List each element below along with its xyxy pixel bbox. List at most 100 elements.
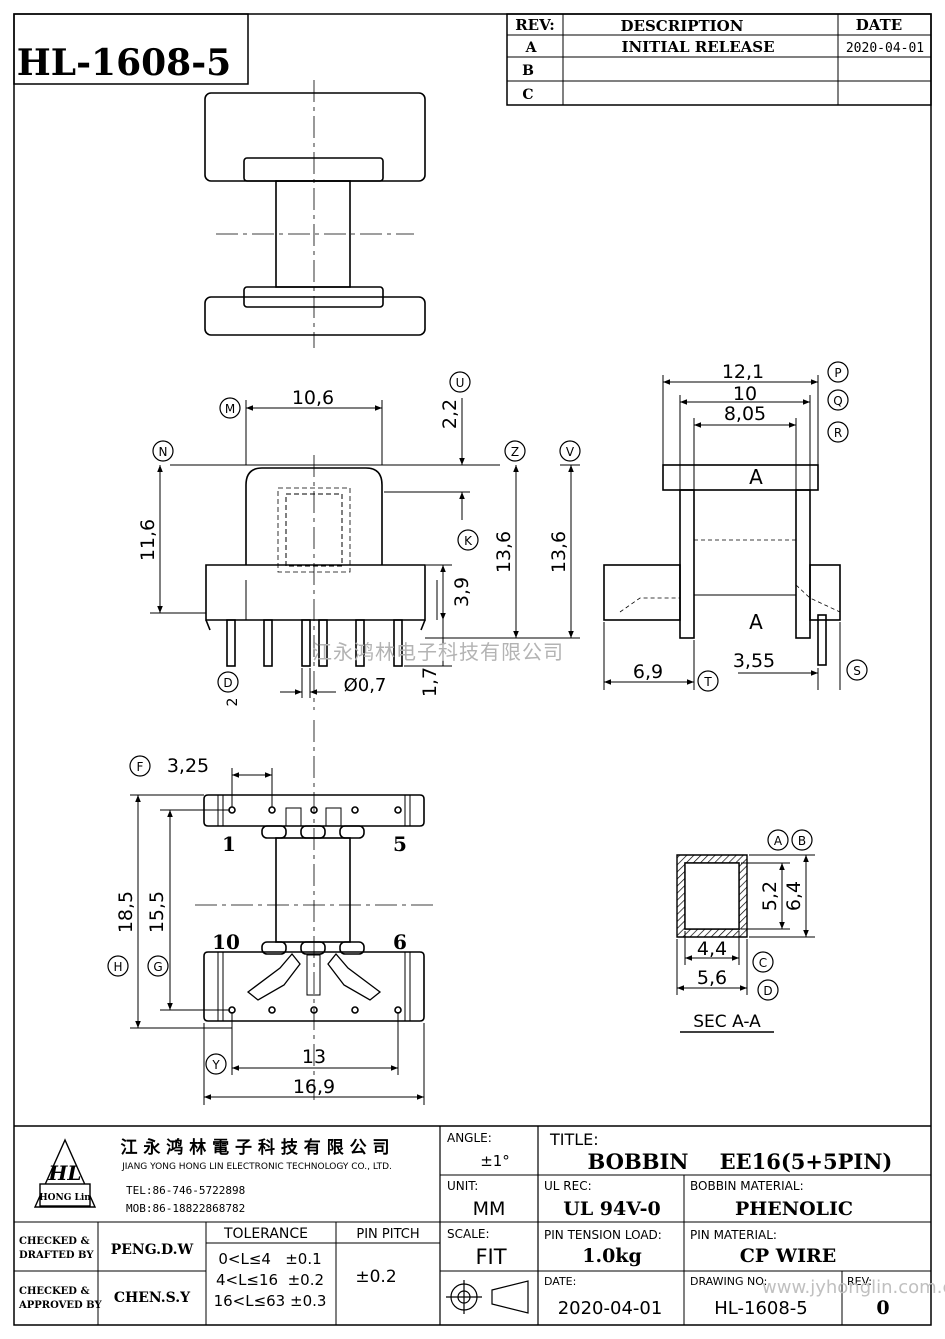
rev-c: C [522, 87, 533, 103]
approved-by: CHEN.S.Y [114, 1290, 191, 1306]
watermark-url: www.jyhonglin.com.cn [762, 1277, 945, 1298]
scale-value: FIT [475, 1245, 506, 1269]
company-name-cn: 江 永 鸿 林 電 子 科 技 有 限 公 司 [120, 1137, 389, 1158]
rev-b: B [522, 63, 534, 79]
checked-drafted-label-1: CHECKED & [19, 1236, 89, 1247]
callout-d: D [223, 676, 232, 690]
date-header: DATE [856, 16, 902, 34]
callout-q: Q [833, 394, 842, 408]
callout-c: C [759, 956, 767, 970]
pin-tension-label: PIN TENSION LOAD: [544, 1228, 662, 1242]
dim-sec-inner-h: 5,2 [759, 881, 781, 911]
pin-tension-value: 1.0kg [582, 1245, 642, 1267]
callout-v: V [566, 445, 575, 459]
dim-side-left: 6,9 [633, 661, 663, 683]
callout-u: U [456, 376, 465, 390]
ul-value: UL 94V-0 [563, 1198, 660, 1220]
watermark-cn: 江永鸿林电子科技有限公司 [312, 640, 564, 664]
dim-pin-offset: 2 [225, 698, 241, 707]
rev-value: 0 [876, 1297, 889, 1319]
title-value-2: EE16(5+5PIN) [720, 1149, 893, 1174]
checked-drafted-label-2: DRAFTED BY [19, 1250, 94, 1261]
dim-front-height: 11,6 [137, 519, 159, 561]
dim-sec-outer-w: 5,6 [697, 967, 727, 989]
company-name-en: JIANG YONG HONG LIN ELECTRONIC TECHNOLOG… [121, 1162, 392, 1172]
drafted-by: PENG.D.W [111, 1242, 194, 1258]
dim-sec-outer-h: 6,4 [783, 881, 805, 911]
callout-d2: D [763, 984, 772, 998]
section-view [676, 854, 748, 938]
company-tel: TEL:86-746-5722898 [126, 1184, 245, 1197]
side-view-dims [603, 375, 841, 690]
date-label: DATE: [544, 1275, 576, 1288]
checked-approved-label-2: APPROVED BY [18, 1300, 102, 1311]
unit-label: UNIT: [447, 1179, 478, 1193]
pin-pitch-label: PIN PITCH [356, 1227, 419, 1242]
pin-material-label: PIN MATERIAL: [690, 1228, 777, 1242]
pin-pitch-value: ±0.2 [355, 1267, 396, 1287]
tolerance-label: TOLERANCE [223, 1226, 308, 1242]
rev-a-description: INITIAL RELEASE [621, 38, 774, 56]
date-value: 2020-04-01 [558, 1298, 663, 1319]
tolerance-row-3: 16<L≤63 ±0.3 [214, 1292, 327, 1310]
callout-p: P [834, 366, 841, 380]
callout-s: S [853, 664, 861, 678]
callouts-side [697, 361, 868, 692]
title-block-grid [14, 1125, 931, 1325]
dim-sec-inner-w: 4,4 [697, 938, 727, 960]
company-mob: MOB:86-18822868782 [126, 1202, 245, 1215]
rev-header: REV: [515, 16, 555, 34]
pin-number-5: 5 [393, 832, 407, 856]
callout-t: T [703, 675, 712, 689]
callout-z: Z [511, 445, 519, 459]
angle-label: ANGLE: [447, 1131, 492, 1145]
dim-side-width-p: 12,1 [722, 361, 764, 383]
drawing-no-label: DRAWING NO: [690, 1275, 767, 1288]
dim-bottom-height-g: 15,5 [146, 891, 168, 933]
dim-top-gap: 2,2 [439, 399, 461, 429]
side-view [603, 464, 841, 666]
dim-height-v: 13,6 [548, 531, 570, 573]
dim-side-right: 3,55 [733, 650, 775, 672]
logo-text: HL [48, 1161, 82, 1185]
callout-n: N [159, 445, 168, 459]
dim-height-z: 13,6 [493, 531, 515, 573]
rev-a-date: 2020-04-01 [846, 41, 924, 56]
dim-pin-length: 1,7 [419, 667, 441, 697]
tolerance-row-1: 0<L≤4 ±0.1 [218, 1250, 321, 1268]
checked-approved-label-1: CHECKED & [19, 1286, 89, 1297]
callout-r: R [834, 426, 842, 440]
bobbin-material-label: BOBBIN MATERIAL: [690, 1179, 804, 1193]
rev-a: A [525, 40, 538, 56]
unit-value: MM [473, 1198, 506, 1220]
description-header: DESCRIPTION [621, 17, 744, 35]
front-view-dims [150, 398, 580, 698]
company-logo [33, 1138, 97, 1208]
callouts-front [152, 371, 581, 693]
front-view [205, 455, 438, 710]
callout-f: F [137, 760, 144, 774]
dim-side-width-r: 8,05 [724, 403, 766, 425]
part-number-box: HL-1608-5 [13, 13, 249, 85]
dim-front-width: 10,6 [292, 387, 334, 409]
logo-subtext: HONG Lin [39, 1193, 91, 1203]
dim-pin-pitch-f: 3,25 [167, 755, 209, 777]
dim-pin-diameter: Ø0,7 [344, 675, 387, 696]
callout-h: H [113, 960, 122, 974]
bottom-view-dims [130, 768, 425, 1105]
title-label: TITLE: [549, 1130, 599, 1149]
tolerance-row-2: 4<L≤16 ±0.2 [216, 1271, 324, 1289]
drawing-no-value: HL-1608-5 [714, 1298, 808, 1319]
pin-number-6: 6 [393, 930, 407, 954]
pin-number-1: 1 [222, 832, 236, 856]
callout-k: K [464, 534, 473, 548]
dim-base-height: 3,9 [451, 577, 473, 607]
section-title: SEC A-A [693, 1012, 761, 1032]
ul-label: UL REC: [544, 1179, 592, 1193]
section-mark-top: A [749, 465, 763, 489]
sheet-border [13, 13, 932, 1326]
callouts-bottom [107, 755, 227, 1075]
callout-y: Y [211, 1058, 220, 1072]
callout-m: M [225, 402, 235, 416]
